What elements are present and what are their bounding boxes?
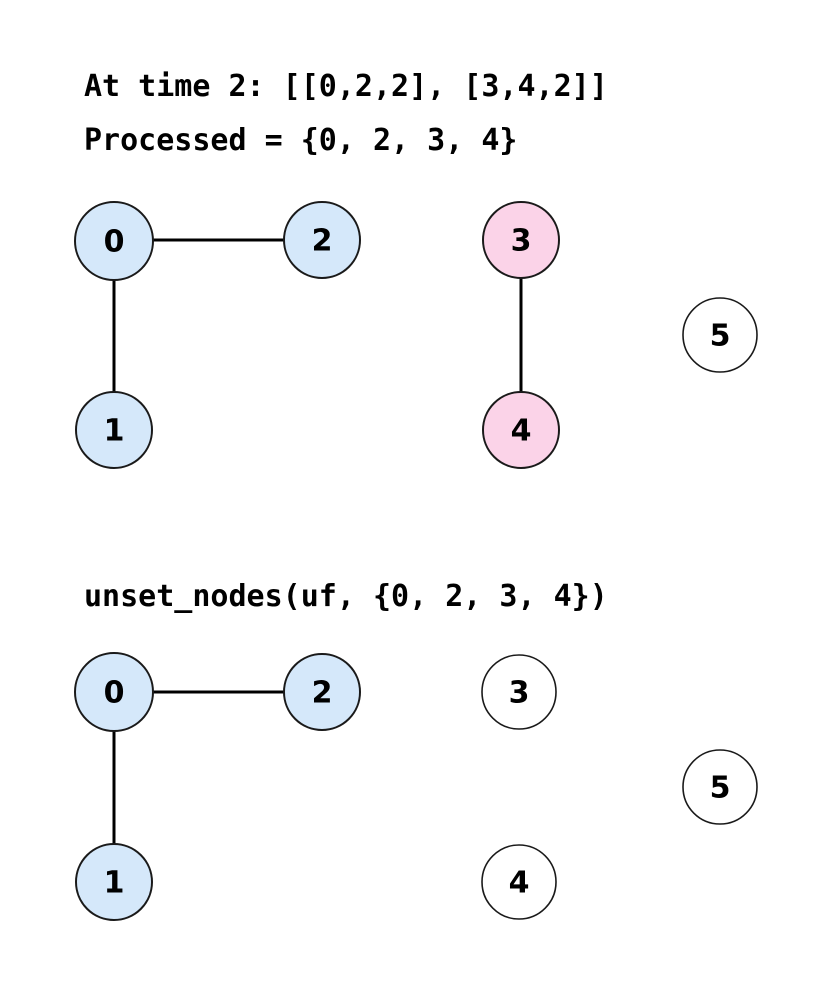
node-circle-2 [283, 201, 361, 279]
node-circle-3 [481, 654, 557, 730]
caption-line-time: At time 2: [[0,2,2], [3,4,2]] [84, 69, 608, 104]
node-circle-5 [682, 297, 758, 373]
graph-node-2[interactable]: 2 [283, 653, 361, 731]
node-circle-3 [482, 201, 560, 279]
node-circle-1 [75, 843, 153, 921]
caption-block-step-state: At time 2: [[0,2,2], [3,4,2]] Processed … [84, 60, 608, 168]
graph-node-1[interactable]: 1 [75, 391, 153, 469]
graph-node-3[interactable]: 3 [481, 654, 557, 730]
graph-node-4[interactable]: 4 [481, 844, 557, 920]
node-circle-2 [283, 653, 361, 731]
caption-line-unset-nodes: unset_nodes(uf, {0, 2, 3, 4}) [84, 579, 608, 614]
graph-node-3[interactable]: 3 [482, 201, 560, 279]
graph-step-state: 0 1 2 3 4 5 [74, 201, 758, 469]
graph-node-5[interactable]: 5 [682, 749, 758, 825]
caption-block-after-unset: unset_nodes(uf, {0, 2, 3, 4}) [84, 570, 608, 624]
graph-after-unset: 0 1 2 3 4 5 [74, 652, 758, 921]
graph-node-2[interactable]: 2 [283, 201, 361, 279]
graph-node-1[interactable]: 1 [75, 843, 153, 921]
node-circle-1 [75, 391, 153, 469]
graph-node-0[interactable]: 0 [74, 652, 154, 732]
caption-line-processed: Processed = {0, 2, 3, 4} [84, 123, 518, 158]
graph-node-5[interactable]: 5 [682, 297, 758, 373]
node-circle-5 [682, 749, 758, 825]
graph-node-4[interactable]: 4 [482, 391, 560, 469]
panel-step-state: At time 2: [[0,2,2], [3,4,2]] Processed … [74, 60, 758, 469]
panel-after-unset: unset_nodes(uf, {0, 2, 3, 4}) 0 1 2 3 4 5 [0, 520, 834, 1000]
node-circle-0 [74, 201, 154, 281]
node-circle-4 [481, 844, 557, 920]
graph-node-0[interactable]: 0 [74, 201, 154, 281]
node-circle-0 [74, 652, 154, 732]
node-circle-4 [482, 391, 560, 469]
